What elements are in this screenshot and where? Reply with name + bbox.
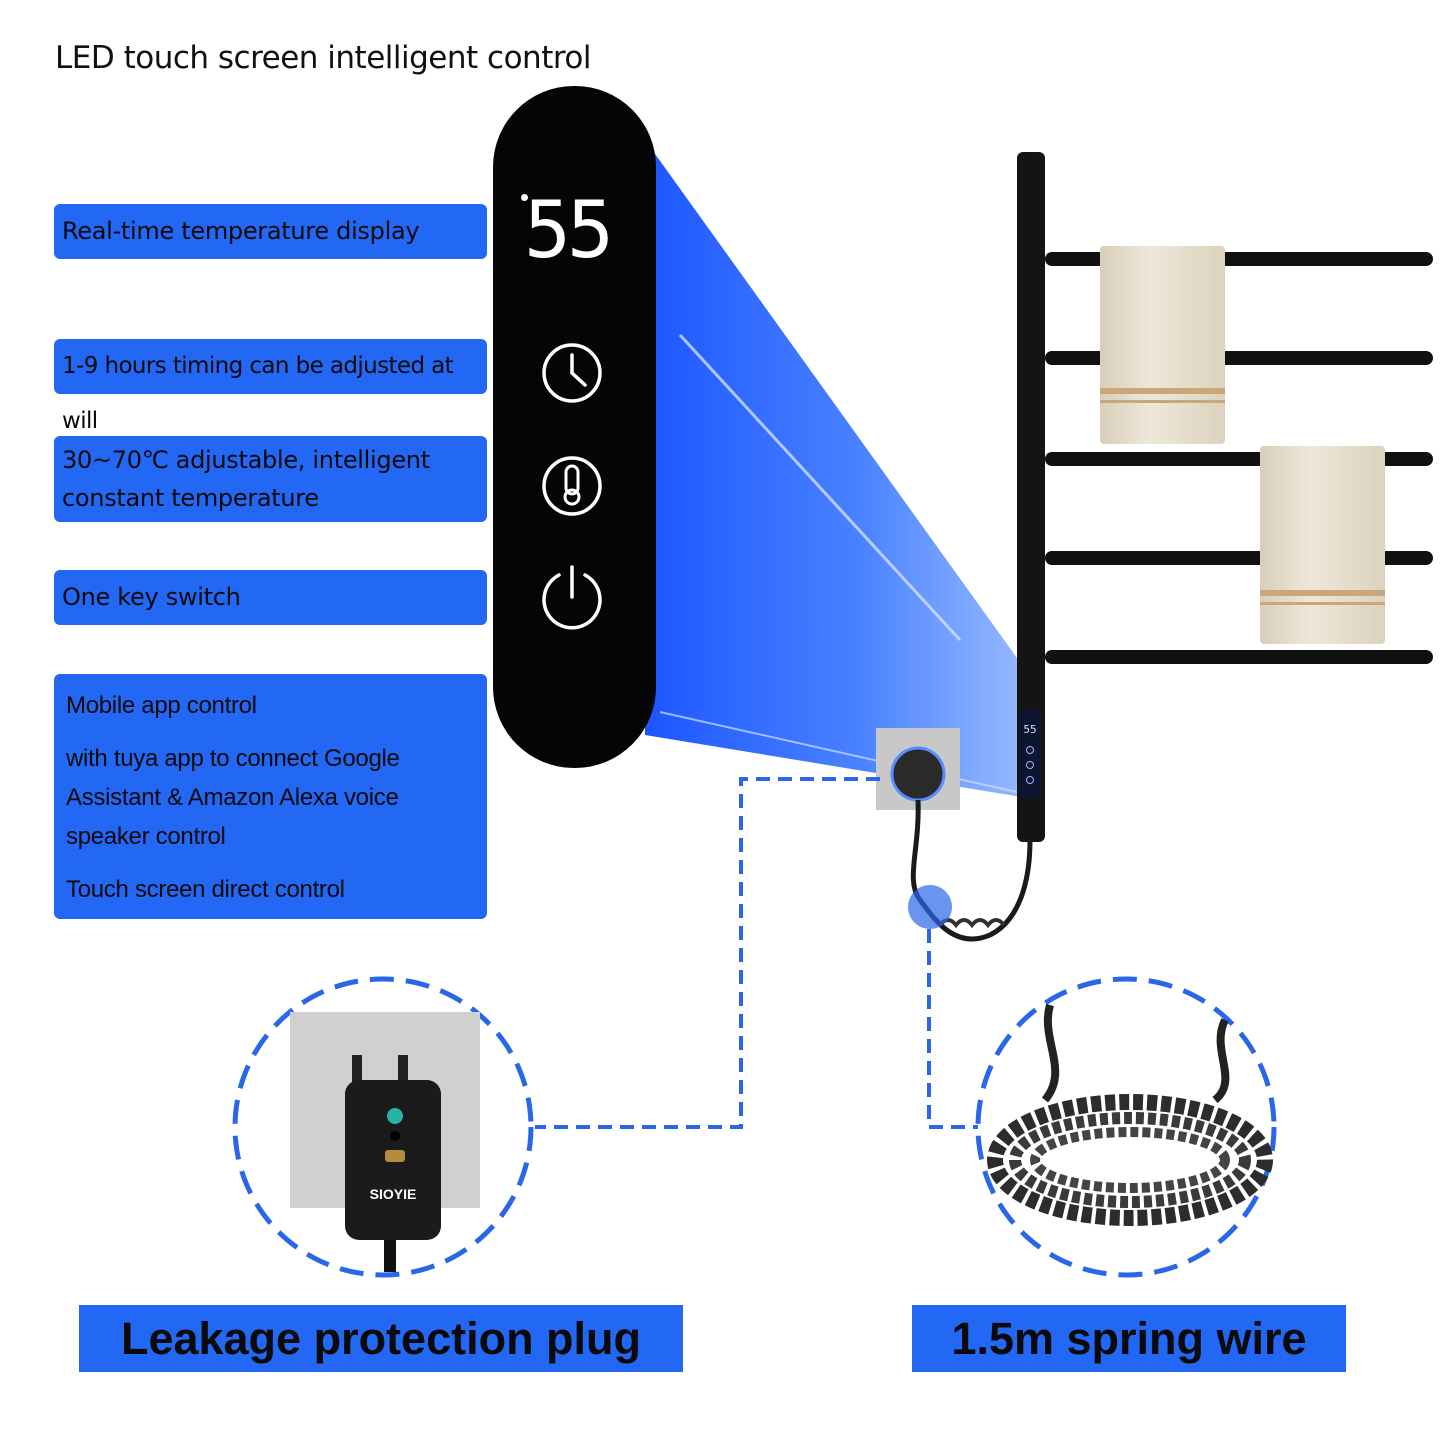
feature-label: 30~70℃ adjustable, intelligent bbox=[62, 446, 430, 474]
feature-label: constant temperature bbox=[62, 484, 319, 512]
feature-text: Touch screen direct control bbox=[66, 876, 345, 903]
feature-timing: 1-9 hours timing can be adjusted at will bbox=[54, 339, 487, 434]
feature-text: Assistant & Amazon Alexa voice bbox=[66, 784, 399, 811]
plug-label: Leakage protection plug bbox=[79, 1305, 683, 1372]
feature-label: 1-9 hours timing can be adjusted at will bbox=[62, 353, 454, 434]
plug-detail bbox=[232, 976, 534, 1278]
feature-mobile-app: Mobile app control with tuya app to conn… bbox=[54, 674, 487, 919]
control-panel bbox=[493, 86, 656, 768]
feature-switch: One key switch bbox=[54, 570, 487, 625]
feature-text: with tuya app to connect Google bbox=[66, 745, 400, 772]
degree-dot bbox=[521, 194, 528, 201]
towel-upper bbox=[1100, 246, 1225, 444]
page-title: LED touch screen intelligent control bbox=[55, 40, 592, 76]
feature-label: Real-time temperature display bbox=[62, 217, 420, 245]
feature-temperature-range: 30~70℃ adjustable, intelligent constant … bbox=[54, 436, 487, 522]
wire-label: 1.5m spring wire bbox=[912, 1305, 1346, 1372]
plug-brand: SIOYIE bbox=[369, 1186, 417, 1202]
clock-icon[interactable] bbox=[542, 343, 602, 403]
temperature-readout: 55 bbox=[524, 186, 614, 276]
feature-heading: Mobile app control bbox=[66, 692, 257, 719]
thermometer-icon[interactable] bbox=[542, 456, 602, 516]
towel-lower bbox=[1260, 446, 1385, 644]
connector-plug bbox=[535, 777, 880, 1129]
rack-temperature-readout: 55 bbox=[1023, 723, 1037, 736]
spring-wire-detail bbox=[975, 976, 1277, 1278]
feature-temperature-display: Real-time temperature display bbox=[54, 204, 487, 259]
feature-text: speaker control bbox=[66, 823, 226, 850]
power-icon[interactable] bbox=[542, 565, 602, 630]
projection-beam bbox=[645, 140, 1040, 800]
connector-wire bbox=[927, 929, 983, 1129]
feature-label: One key switch bbox=[62, 583, 241, 611]
